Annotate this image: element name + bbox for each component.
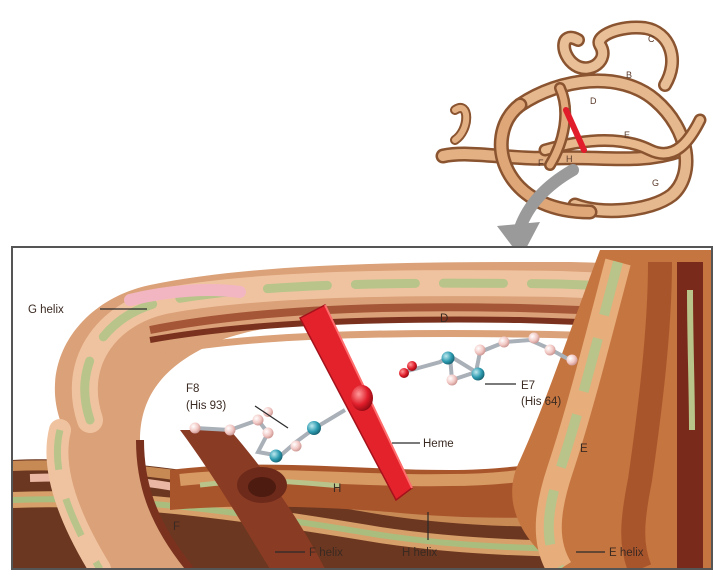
label-h: H — [333, 483, 341, 495]
label-h-helix: H helix — [402, 547, 437, 559]
inset-label-b: B — [626, 70, 632, 80]
label-f: F — [173, 521, 180, 533]
label-e: E — [580, 443, 588, 455]
inset-label-c: C — [648, 34, 655, 44]
label-d: D — [440, 313, 448, 325]
label-f-helix: F helix — [309, 547, 343, 559]
detail-panel: G helix D F8 (His 93) E7 (His 64) Heme H… — [12, 247, 713, 569]
inset-label-d: D — [590, 96, 597, 106]
label-e7: E7 — [521, 380, 535, 392]
label-e-helix: E helix — [609, 547, 644, 559]
label-f8: F8 — [186, 383, 199, 395]
inset-label-g: G — [652, 178, 659, 188]
label-his93: (His 93) — [186, 400, 226, 412]
label-g-helix: G helix — [28, 304, 64, 316]
inset-label-h: H — [566, 154, 573, 164]
inset-label-f: F — [538, 158, 544, 168]
inset-label-e: E — [624, 130, 630, 140]
label-heme: Heme — [423, 438, 454, 450]
label-his64: (His 64) — [521, 396, 561, 408]
protein-overview-inset: D B C H E F G — [443, 27, 700, 212]
